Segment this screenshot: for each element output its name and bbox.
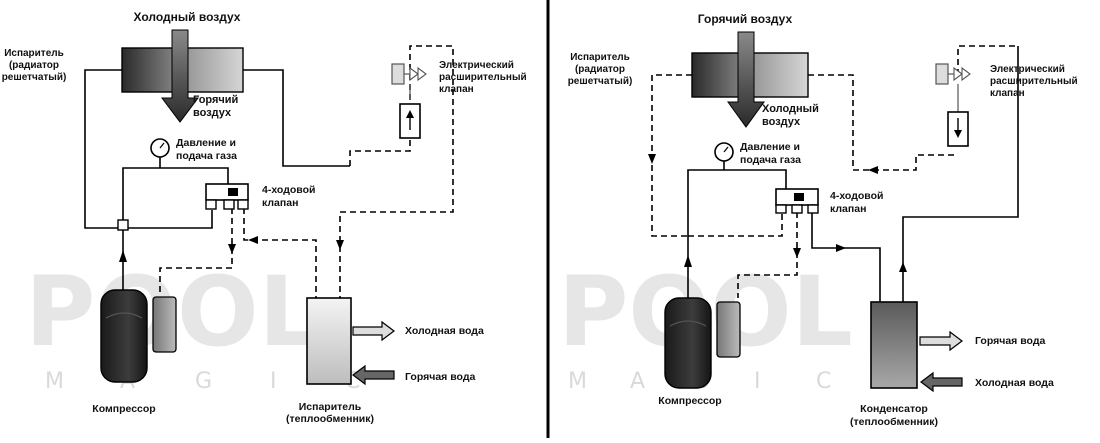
svg-text:Электрический: Электрический xyxy=(439,60,514,71)
pressure-label-right: Давление и подача газа xyxy=(740,141,801,166)
svg-text:(теплообменник): (теплообменник) xyxy=(286,413,374,425)
svg-text:клапан: клапан xyxy=(439,84,474,95)
bottom-air-label: Горячий воздух xyxy=(193,94,238,119)
svg-text:расширительный: расширительный xyxy=(439,72,527,83)
svg-text:4-ходовой: 4-ходовой xyxy=(262,184,315,196)
expansion-valve-icon xyxy=(391,63,427,100)
svg-text:A: A xyxy=(630,369,645,394)
condenser-icon xyxy=(870,301,918,389)
expansion-valve-icon-right xyxy=(935,63,971,112)
svg-text:M: M xyxy=(45,369,64,394)
water-in-label: Горячая вода xyxy=(405,371,475,383)
pipe-exp-to-condenser xyxy=(902,46,1019,302)
expansion-valve-label: Электрический расширительный клапан xyxy=(439,60,527,95)
water-in-label-right: Холодная вода xyxy=(975,377,1054,389)
svg-text:G: G xyxy=(195,369,212,394)
svg-text:Испаритель: Испаритель xyxy=(4,48,64,59)
four-way-valve-label: 4-ходовой клапан xyxy=(262,184,315,209)
compressor-label: Компрессор xyxy=(92,403,155,415)
accumulator-icon xyxy=(152,296,177,353)
expansion-valve-label-right: Электрический расширительный клапан xyxy=(990,64,1078,99)
svg-text:Давление и: Давление и xyxy=(176,137,236,149)
water-in-arrow xyxy=(352,364,395,386)
svg-text:Давление и: Давление и xyxy=(740,141,800,153)
svg-text:клапан: клапан xyxy=(830,203,866,215)
heat-exchanger-label: Испаритель (теплообменник) xyxy=(286,401,374,425)
svg-text:Испаритель: Испаритель xyxy=(570,52,630,63)
heating-panel: POOL M A G I C xyxy=(558,12,1078,428)
four-way-valve-icon-right xyxy=(775,188,819,214)
heat-exchanger-icon xyxy=(306,297,352,385)
compressor-icon-right xyxy=(664,297,712,389)
cooling-panel: POOL M A G I C xyxy=(2,10,527,425)
svg-text:C: C xyxy=(816,369,831,394)
svg-text:Конденсатор: Конденсатор xyxy=(860,403,928,415)
svg-text:клапан: клапан xyxy=(990,88,1025,99)
accumulator-icon-right xyxy=(716,301,741,358)
pipe-coil-right xyxy=(243,69,350,167)
svg-text:воздух: воздух xyxy=(193,107,232,119)
water-out-arrow xyxy=(352,320,395,342)
svg-text:I: I xyxy=(754,369,761,394)
water-out-label-right: Горячая вода xyxy=(975,335,1045,347)
pipe-pressure-loop xyxy=(122,167,229,222)
water-out-arrow-right xyxy=(919,330,963,352)
svg-text:Холодный: Холодный xyxy=(762,103,819,115)
air-flow-arrow-right xyxy=(727,31,765,128)
evaporator-label: Испаритель (радиатор решетчатый) xyxy=(2,48,67,83)
svg-text:I: I xyxy=(270,369,277,394)
four-way-valve-label-right: 4-ходовой клапан xyxy=(830,190,883,215)
svg-text:Горячий: Горячий xyxy=(193,94,238,106)
svg-text:клапан: клапан xyxy=(262,197,298,209)
svg-text:решетчатый): решетчатый) xyxy=(568,76,633,87)
compressor-label-right: Компрессор xyxy=(658,395,721,407)
pressure-label: Давление и подача газа xyxy=(176,137,237,162)
svg-text:(радиатор: (радиатор xyxy=(9,60,59,71)
svg-text:(радиатор: (радиатор xyxy=(575,64,625,75)
bottom-air-label-right: Холодный воздух xyxy=(762,103,819,128)
evaporator-label-right: Испаритель (радиатор решетчатый) xyxy=(568,52,633,87)
condenser-label: Конденсатор (теплообменник) xyxy=(850,403,938,428)
top-air-label-right: Горячий воздух xyxy=(698,12,793,26)
dashed-lines xyxy=(159,45,454,298)
pipe-valve-return xyxy=(128,210,213,229)
svg-text:воздух: воздух xyxy=(762,116,801,128)
svg-text:подача газа: подача газа xyxy=(740,154,801,166)
top-air-label: Холодный воздух xyxy=(134,10,241,24)
four-way-valve-icon xyxy=(205,183,249,210)
svg-text:Испаритель: Испаритель xyxy=(299,401,362,413)
svg-text:расширительный: расширительный xyxy=(990,76,1078,87)
pipe-coil-left xyxy=(84,69,122,229)
svg-text:решетчатый): решетчатый) xyxy=(2,72,67,83)
svg-text:4-ходовой: 4-ходовой xyxy=(830,190,883,202)
svg-text:(теплообменник): (теплообменник) xyxy=(850,416,938,428)
pipe-pressure-loop-right xyxy=(687,169,787,236)
water-out-label: Холодная вода xyxy=(405,325,484,337)
air-flow-arrow xyxy=(161,29,199,123)
water-in-arrow-right xyxy=(920,371,963,393)
svg-text:подача газа: подача газа xyxy=(176,150,237,162)
compressor-icon xyxy=(100,289,148,383)
svg-text:Электрический: Электрический xyxy=(990,64,1065,75)
svg-text:M: M xyxy=(568,369,587,394)
